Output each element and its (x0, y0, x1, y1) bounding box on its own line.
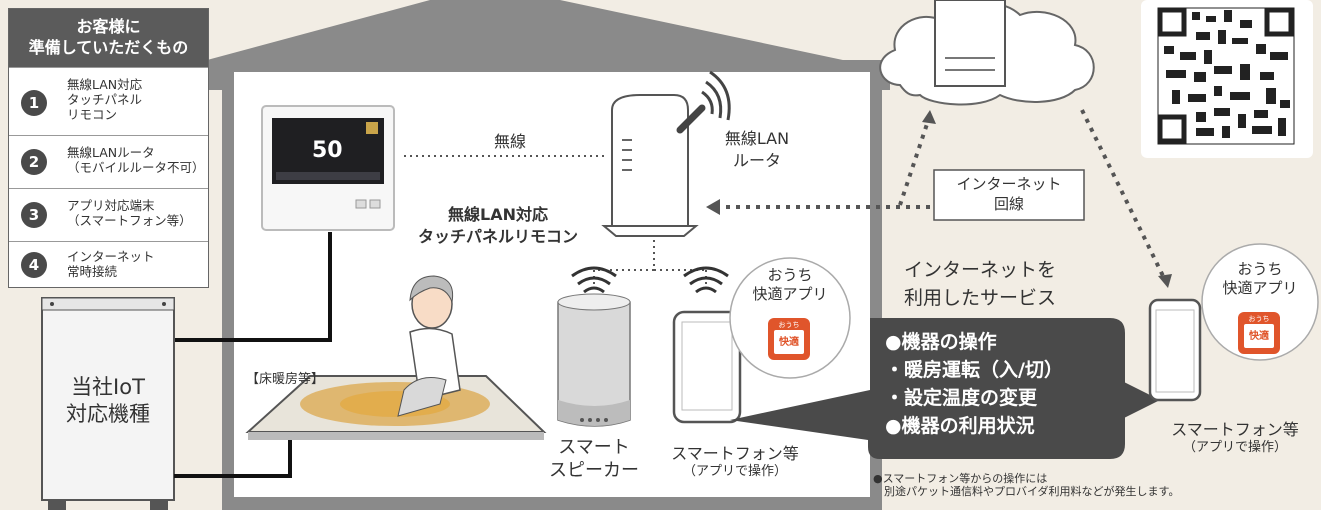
speaker-label: スマート スピーカー (549, 437, 639, 481)
usage-fee-note: ●スマートフォン等からの操作には 別途パケット通信料やプロバイダ利用料などが発生… (873, 472, 1180, 498)
app-icon-text: 快適 (779, 337, 799, 348)
item-text: インターネット 常時接続 (67, 249, 155, 279)
server-icon (934, 0, 1006, 87)
service-line: ●機器の操作 (885, 331, 997, 353)
wireless-label: 無線 (493, 132, 526, 151)
router-icon (601, 70, 731, 237)
checklist-panel: お客様に 準備していただくもの 1 無線LAN対応 タッチパネル リモコン 2 … (8, 8, 209, 288)
checklist-header: お客様に 準備していただくもの (9, 9, 208, 67)
phone-inside-label: スマートフォン等 (671, 444, 799, 463)
iot-boiler-unit (41, 297, 175, 510)
router-label: 無線LAN ルータ (724, 129, 790, 170)
speaker-wifi-icon (571, 266, 617, 294)
service-line: ・暖房運転（入/切） (885, 359, 1063, 381)
item-number-badge: 3 (21, 202, 47, 228)
app-icon-top-outside: おうち (1248, 315, 1270, 323)
app-badge-label: おうち 快適アプリ (752, 266, 828, 303)
item-text: 無線LANルータ （モバイルルータ不可） (67, 145, 205, 175)
item-text: アプリ対応端末 （スマートフォン等） (67, 198, 192, 228)
person-illustration (397, 275, 461, 417)
phone-wifi-icon (683, 266, 729, 294)
checklist-item: 2 無線LANルータ （モバイルルータ不可） (9, 135, 208, 188)
app-icon-top: おうち (778, 321, 800, 329)
checklist-item: 1 無線LAN対応 タッチパネル リモコン (9, 67, 208, 135)
remote-display-value: 50 (312, 138, 343, 163)
smartphone-outside-icon (1148, 298, 1202, 402)
router-internet-arrow (716, 109, 1166, 279)
smartphone-inside-icon (672, 310, 742, 424)
checklist-item: 3 アプリ対応端末 （スマートフォン等） (9, 188, 208, 241)
app-badge-label-outside: おうち 快適アプリ (1222, 260, 1298, 297)
service-line: ・設定温度の変更 (885, 387, 1038, 409)
smart-speaker-icon (557, 293, 631, 427)
floor-heating-label: 【床暖房等】 (246, 372, 325, 387)
item-number-badge: 2 (21, 149, 47, 175)
boiler-label: 当社IoT 対応機種 (66, 375, 150, 426)
app-badge-circle-outside (1201, 243, 1319, 361)
services-title: インターネットを 利用したサービス (903, 259, 1056, 309)
item-text: 無線LAN対応 タッチパネル リモコン (67, 77, 143, 122)
phone-outside-label: スマートフォン等 (1171, 420, 1299, 439)
services-list: ●機器の操作 ・暖房運転（入/切） ・設定温度の変更 ●機器の利用状況 (885, 328, 1125, 440)
service-line: ●機器の利用状況 (885, 415, 1035, 437)
remote-label: 無線LAN対応 タッチパネルリモコン (417, 205, 578, 246)
qr-code (1141, 0, 1313, 158)
internet-line-label: インターネット 回線 (956, 175, 1062, 213)
services-bubble (730, 318, 1125, 459)
internet-line-box (933, 169, 1085, 221)
touch-panel-remote (261, 105, 395, 231)
phone-inside-sub: （アプリで操作） (682, 464, 787, 479)
phone-outside-sub: （アプリで操作） (1182, 440, 1287, 455)
app-icon-text-outside: 快適 (1249, 331, 1269, 342)
checklist-item: 4 インターネット 常時接続 (9, 241, 208, 287)
item-number-badge: 4 (21, 252, 47, 278)
item-number-badge: 1 (21, 90, 47, 116)
